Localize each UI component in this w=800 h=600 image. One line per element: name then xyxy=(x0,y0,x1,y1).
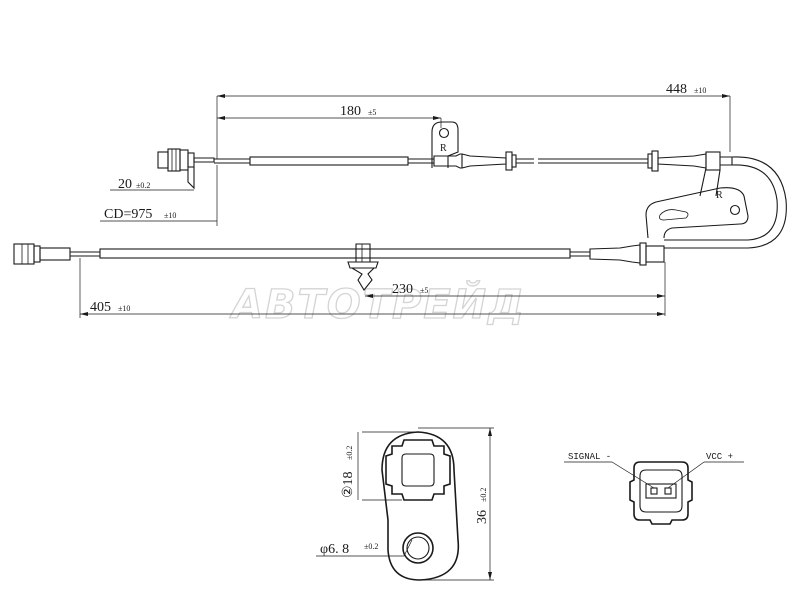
dim-6-8-value: φ6. 8 xyxy=(320,542,349,557)
dim-cd-value: CD=975 xyxy=(104,207,152,222)
cable-loop xyxy=(664,156,787,249)
watermark: АВТОТРЕЙД xyxy=(229,280,526,328)
dim-448-value: 448 xyxy=(666,82,687,97)
dim-18-tol: ±0.2 xyxy=(345,446,354,460)
lower-cable xyxy=(13,242,665,291)
dim-230-tol: ±5 xyxy=(420,286,428,295)
flange-detail xyxy=(316,427,494,581)
dim-180-value: 180 xyxy=(340,104,361,119)
upper-bracket-mark: R xyxy=(440,143,447,154)
dim-36-value: 36 xyxy=(475,510,490,524)
vcc-label: VCC + xyxy=(706,452,733,462)
connector-pinout xyxy=(564,461,744,525)
sensor-assembly: R R xyxy=(13,121,787,291)
dim-180-tol: ±5 xyxy=(368,108,376,117)
sensor-head xyxy=(157,148,215,190)
signal-label: SIGNAL - xyxy=(568,452,611,462)
dim-20-tol: ±0.2 xyxy=(136,181,150,190)
dim-18-value: ②18 xyxy=(341,471,356,498)
dim-405-value: 405 xyxy=(90,300,111,315)
dim-36-tol: ±0.2 xyxy=(479,488,488,502)
dim-448-tol: ±10 xyxy=(694,86,706,95)
dimension-lines xyxy=(79,94,731,318)
upper-bracket: R xyxy=(431,121,459,168)
upper-cable xyxy=(214,150,733,172)
dim-405-tol: ±10 xyxy=(118,304,130,313)
dim-230-value: 230 xyxy=(392,282,413,297)
dim-20-value: 20 xyxy=(118,177,132,192)
lower-bracket: R xyxy=(645,187,749,239)
dim-cd-tol: ±10 xyxy=(164,211,176,220)
lower-bracket-mark: R xyxy=(716,190,723,201)
dim-6-8-tol: ±0.2 xyxy=(364,542,378,551)
